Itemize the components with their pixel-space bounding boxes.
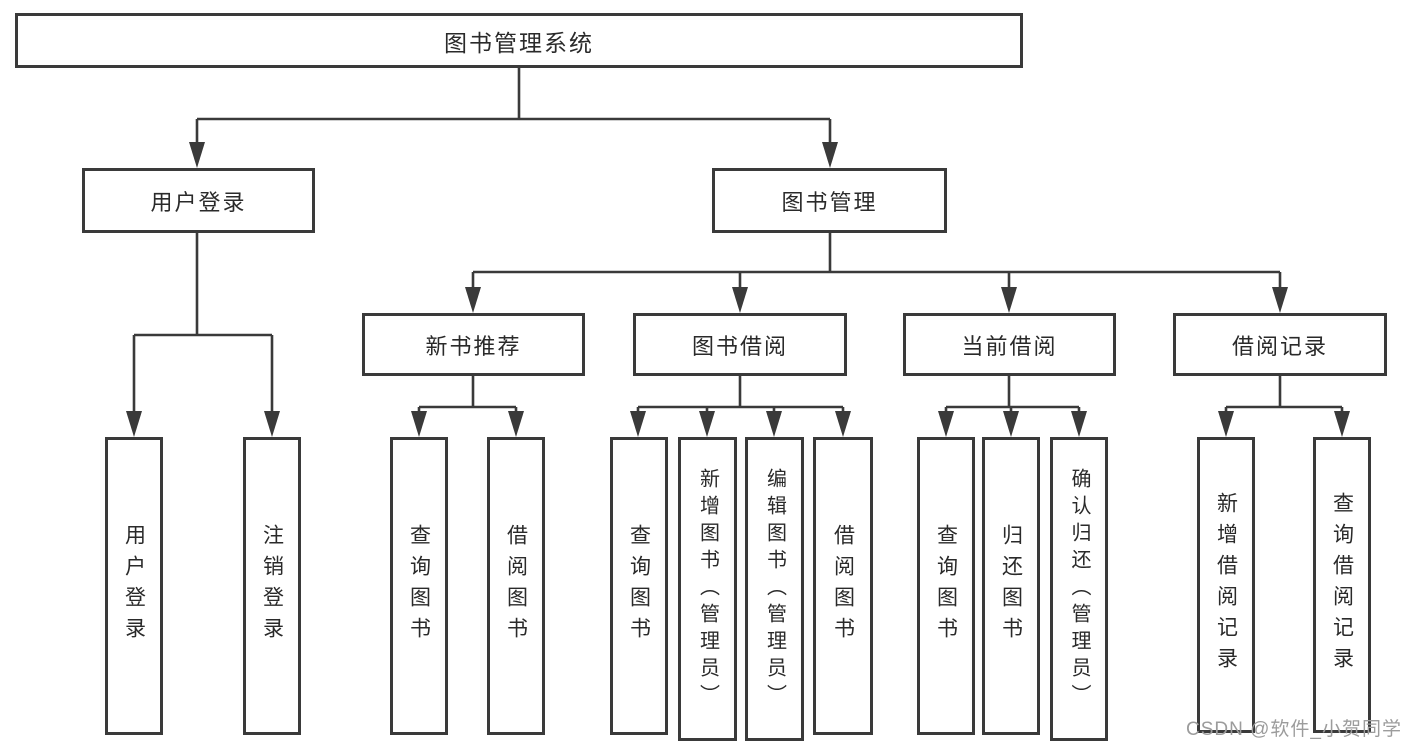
node-new-book-recommend: 新书推荐 xyxy=(362,313,585,376)
connector-userlogin-to-children xyxy=(132,233,274,412)
node-label: 借阅图书 xyxy=(504,524,528,648)
arrowheads xyxy=(126,142,1350,437)
node-user-login: 用户登录 xyxy=(105,437,163,735)
node-label: 用户登录 xyxy=(150,189,247,215)
node-label: 图书管理 xyxy=(781,189,878,215)
connector-current-to-children xyxy=(944,376,1081,412)
connector-bookmgmt-to-level3 xyxy=(471,233,1282,288)
csdn-watermark: CSDN @软件_小贺同学 xyxy=(1186,719,1402,740)
node-logout: 注销登录 xyxy=(243,437,301,735)
node-label: 新书推荐 xyxy=(425,333,522,359)
connector-newbook-to-children xyxy=(417,376,518,412)
node-label: 当前借阅 xyxy=(961,333,1058,359)
node-borrowing-records: 借阅记录 xyxy=(1173,313,1387,376)
node-label: 图书借阅 xyxy=(691,333,788,359)
node-confirm-return-admin: 确认归还（管理员） xyxy=(1050,437,1108,741)
node-edit-book-admin: 编辑图书（管理员） xyxy=(745,437,804,741)
node-query-borrow-record: 查询借阅记录 xyxy=(1313,437,1371,733)
node-label: 确认归还（管理员） xyxy=(1068,467,1090,711)
node-newbook-borrow-book: 借阅图书 xyxy=(487,437,545,735)
node-book-borrowing: 图书借阅 xyxy=(633,313,847,376)
node-user-login-group: 用户登录 xyxy=(82,168,315,233)
connector-borrow-to-children xyxy=(636,376,845,412)
node-add-borrow-record: 新增借阅记录 xyxy=(1197,437,1255,733)
node-newbook-query-book: 查询图书 xyxy=(390,437,448,735)
node-label: 查询借阅记录 xyxy=(1330,492,1354,678)
node-label: 查询图书 xyxy=(934,524,958,648)
connector-root-to-level2 xyxy=(195,68,832,143)
node-label: 图书管理系统 xyxy=(444,29,594,56)
node-label: 新增借阅记录 xyxy=(1214,492,1238,678)
node-return-book: 归还图书 xyxy=(982,437,1040,735)
node-book-management: 图书管理 xyxy=(712,168,947,233)
connector-record-to-children xyxy=(1224,376,1344,412)
node-label: 注销登录 xyxy=(260,524,284,648)
node-label: 借阅图书 xyxy=(831,524,855,648)
node-label: 编辑图书（管理员） xyxy=(763,467,786,711)
node-library-management-system: 图书管理系统 xyxy=(15,13,1023,68)
node-label: 查询图书 xyxy=(407,524,431,648)
node-add-book-admin: 新增图书（管理员） xyxy=(678,437,737,741)
node-label: 用户登录 xyxy=(122,524,146,648)
node-label: 新增图书（管理员） xyxy=(696,467,719,711)
node-current-query-book: 查询图书 xyxy=(917,437,975,735)
node-borrow-query-book: 查询图书 xyxy=(610,437,668,735)
node-borrow-book: 借阅图书 xyxy=(813,437,873,735)
node-label: 查询图书 xyxy=(627,524,651,648)
node-current-borrowing: 当前借阅 xyxy=(903,313,1116,376)
node-label: 归还图书 xyxy=(999,524,1023,648)
node-label: 借阅记录 xyxy=(1231,333,1328,359)
